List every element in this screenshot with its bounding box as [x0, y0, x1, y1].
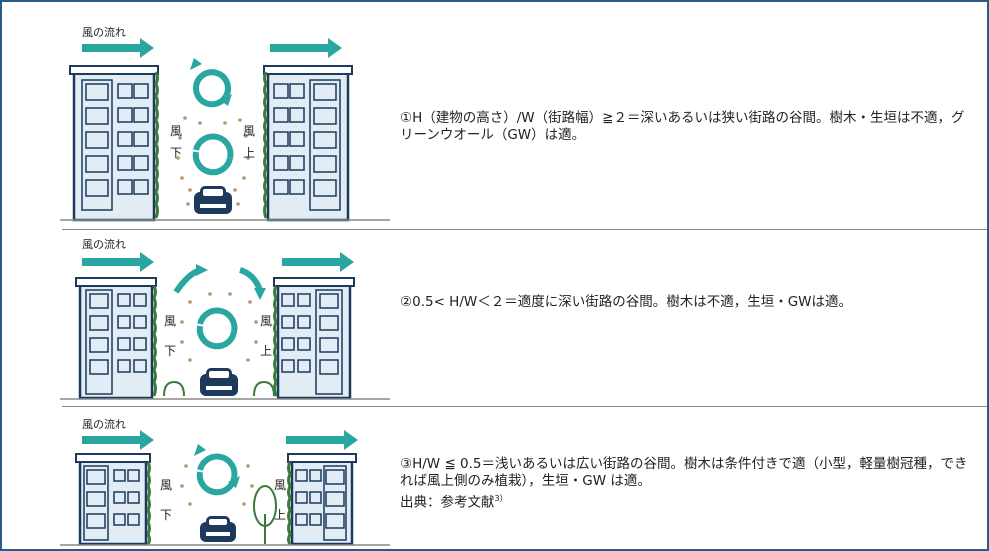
wind-arrow-right-head	[328, 38, 342, 58]
tree-icon	[253, 485, 277, 544]
shrub-left	[163, 380, 185, 397]
divider	[62, 406, 987, 407]
car-icon	[194, 186, 232, 214]
right-building	[263, 65, 353, 222]
left-building	[75, 453, 151, 546]
divider	[62, 229, 987, 230]
windward-label: 風 上	[274, 478, 287, 522]
circulation-icon	[196, 453, 238, 496]
left-building	[75, 277, 157, 400]
scenario-2-description: ②0.5< H/W＜２＝適度に深い街路の谷間。樹木は不適，生垣・GWは適。	[400, 294, 853, 310]
car-icon	[200, 516, 236, 542]
wind-flow-label: 風の流れ	[82, 418, 126, 431]
car-icon	[200, 368, 238, 396]
street-canyon-deep-illustration	[60, 38, 390, 222]
leeward-label: 風 下	[170, 124, 183, 160]
wind-flow-label: 風の流れ	[82, 26, 126, 39]
shrub-right	[253, 380, 275, 397]
scenario-1-diagram: 風の流れ 風 下 風 上	[60, 8, 390, 222]
scenario-3-description: ③H/W ≦ 0.5＝浅いあるいは広い街路の谷間。樹木は条件付きで適（小型，軽量…	[400, 456, 970, 512]
wind-arrow-left-head	[140, 38, 154, 58]
scenario-2-diagram: 風の流れ 風 下 風 上	[60, 230, 390, 402]
scenario-1-description: ①H（建物の高さ）/W（街路幅）≧２＝深いあるいは狭い街路の谷間。樹木・生垣は不…	[400, 110, 965, 143]
street-canyon-shallow-illustration	[60, 430, 390, 546]
left-building	[69, 65, 159, 222]
particle-dots	[180, 464, 254, 506]
leeward-label: 風 下	[160, 478, 173, 522]
wind-arrow-left	[82, 44, 140, 52]
windward-label: 風 上	[260, 314, 273, 358]
particle-dots	[180, 292, 258, 362]
wind-arrow-right	[270, 44, 328, 52]
leeward-label: 風 下	[164, 314, 177, 358]
source-citation: 出典：参考文献	[400, 494, 495, 511]
right-building	[273, 277, 355, 400]
circulation-icon	[173, 267, 263, 350]
right-building	[287, 453, 357, 546]
street-canyon-moderate-illustration	[60, 252, 390, 400]
particle-dots	[176, 116, 250, 206]
source-reference-number: 3）	[494, 494, 508, 503]
scenario-3-diagram: 風の流れ 風 下 風 上	[60, 410, 390, 548]
scenario-3-text: ③H/W ≦ 0.5＝浅いあるいは広い街路の谷間。樹木は条件付きで適（小型，軽量…	[400, 456, 968, 489]
windward-label: 風 上	[243, 124, 256, 160]
wind-flow-label: 風の流れ	[82, 238, 126, 251]
